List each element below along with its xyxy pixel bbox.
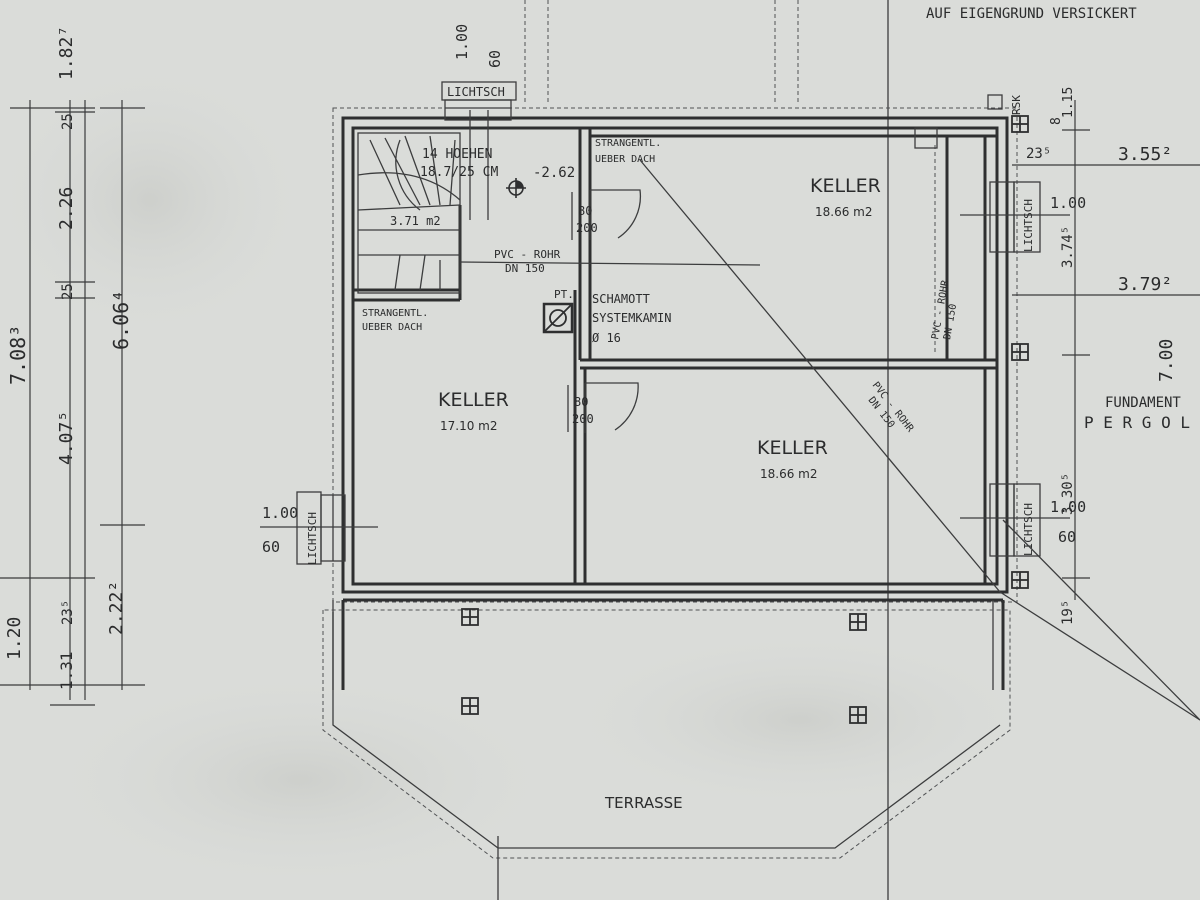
rsk-label: RSK xyxy=(1010,95,1023,115)
paper-stain xyxy=(560,630,1040,810)
paper-stain xyxy=(40,670,560,890)
dim-right-100a: 1.00 xyxy=(1050,194,1086,212)
dim-right-195: 19⁵ xyxy=(1060,600,1076,625)
stair-level: -2.62 xyxy=(533,165,575,181)
dim-right-330: 3.30⁵ xyxy=(1060,473,1076,515)
room-area-lower-right: 18.66 m2 xyxy=(760,467,818,481)
dim-right-700: 7.00 xyxy=(1156,339,1177,382)
dim-left-120: 1.20 xyxy=(4,617,25,660)
interior-walls xyxy=(353,128,997,584)
level-marker-icon xyxy=(506,178,526,198)
dim-left-4075: 4.07⁵ xyxy=(56,411,77,465)
dim-left-708: 7.08³ xyxy=(6,325,30,385)
dim-win-top-100: 1.00 xyxy=(453,24,471,60)
dim-right-8: 8 xyxy=(1049,117,1064,125)
door-upper xyxy=(571,189,642,240)
fundament-label: FUNDAMENT xyxy=(1105,395,1181,411)
chimney xyxy=(542,302,574,334)
stair-area: 3.71 m2 xyxy=(390,214,441,228)
window-right-upper xyxy=(960,181,1070,253)
room-area-left: 17.10 m2 xyxy=(440,419,498,433)
left-dimension-chain xyxy=(0,100,145,706)
schamott-line1: SCHAMOTT xyxy=(592,292,650,306)
ueber-dach-upper: UEBER DACH xyxy=(595,154,655,165)
dim-right-3792: 3.79² xyxy=(1118,274,1172,295)
room-name-upper-right: KELLER xyxy=(810,175,881,197)
schamott-line2: SYSTEMKAMIN xyxy=(592,311,671,325)
dim-left-2222: 2.22² xyxy=(106,581,127,635)
dim-left-1827: 1.82⁷ xyxy=(56,26,77,80)
dim-left-235: 23⁵ xyxy=(60,600,76,625)
dim-left-6064: 6.06⁴ xyxy=(109,290,133,350)
room-area-upper-right: 18.66 m2 xyxy=(815,205,873,219)
window-top xyxy=(441,81,517,121)
door-lower-height: 200 xyxy=(572,412,594,426)
door-lower xyxy=(567,382,639,433)
dim-win-top-60: 60 xyxy=(486,50,504,68)
ueber-dach-left: UEBER DACH xyxy=(362,322,422,333)
dim-right-374: 3.74⁵ xyxy=(1060,226,1076,268)
dim-left-226: 2.26 xyxy=(56,187,77,230)
strangentl-upper: STRANGENTL. xyxy=(595,138,661,149)
pergola-label: P E R G O L xyxy=(1084,413,1190,432)
note-versickert: AUF EIGENGRUND VERSICKERT xyxy=(926,6,1137,22)
door-upper-height: 200 xyxy=(576,221,598,235)
dim-left-25b: 25 xyxy=(60,283,76,300)
lichtsch-top: LICHTSCH xyxy=(447,85,505,99)
dim-win-left-60: 60 xyxy=(262,538,280,556)
lichtsch-right-upper: LICHTSCH xyxy=(1022,199,1035,252)
dim-right-235: 23⁵ xyxy=(1026,146,1051,162)
window-left xyxy=(260,491,378,565)
stair-steps: 14 HOEHEN xyxy=(422,147,492,162)
stair-rise: 18.7/25 CM xyxy=(420,165,498,180)
dim-right-115: 1.15 xyxy=(1061,87,1076,118)
terrace-label: TERRASSE xyxy=(604,794,683,812)
outer-walls xyxy=(332,107,1018,690)
terrace-outline xyxy=(322,609,1011,900)
door-upper-width: 80 xyxy=(578,204,592,218)
dim-right-3552: 3.55² xyxy=(1118,144,1172,165)
top-grid-lines xyxy=(524,0,889,900)
right-dimension-lines xyxy=(987,94,1200,600)
room-name-left: KELLER xyxy=(438,389,509,411)
lichtsch-right-lower: LICHTSCH xyxy=(1022,503,1035,556)
schamott-line3: Ø 16 xyxy=(592,331,621,345)
dim-left-25a: 25 xyxy=(60,113,76,130)
door-lower-width: 80 xyxy=(574,395,588,409)
pipes xyxy=(459,127,1200,721)
dn150-label-1: DN 150 xyxy=(505,262,545,275)
staircase xyxy=(357,110,489,294)
room-name-lower-right: KELLER xyxy=(757,437,828,459)
pt-label: PT. xyxy=(554,288,574,301)
dim-right-100b: 1.00 xyxy=(1050,498,1086,516)
dim-left-131: 1.31 xyxy=(57,651,76,690)
window-right-lower xyxy=(960,483,1070,557)
dim-right-60: 60 xyxy=(1058,528,1076,546)
paper-stain xyxy=(0,60,310,340)
pvc-label-1: PVC - ROHR xyxy=(494,248,561,261)
strangentl-left: STRANGENTL. xyxy=(362,308,428,319)
lichtsch-left: LICHTSCH xyxy=(306,512,319,565)
dim-win-left-100: 1.00 xyxy=(262,504,298,522)
